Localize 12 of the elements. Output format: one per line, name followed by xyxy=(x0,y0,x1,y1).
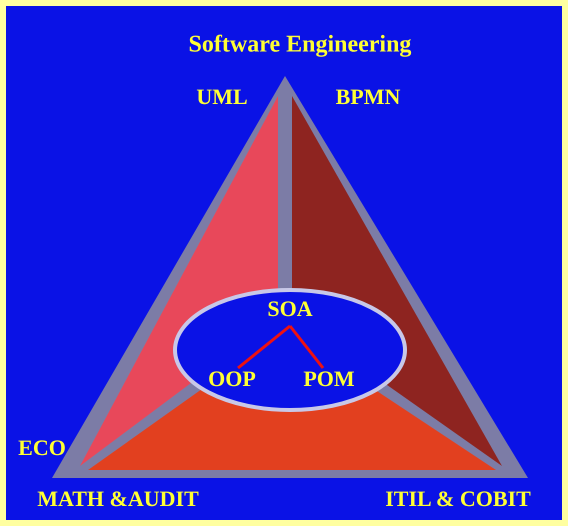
label: ITIL & COBIT xyxy=(385,486,531,512)
label: MATH &AUDIT xyxy=(37,486,199,512)
label: BPMN xyxy=(336,84,400,110)
center-ellipse xyxy=(173,288,407,412)
connector-line xyxy=(288,325,324,369)
node-label: OOP xyxy=(206,366,258,392)
connector-line xyxy=(237,324,291,370)
label: ECO xyxy=(18,435,66,461)
label: UML xyxy=(196,84,248,110)
node-label: POM xyxy=(301,366,357,392)
node-label: SOA xyxy=(265,296,315,322)
title: Software Engineering xyxy=(188,32,412,58)
